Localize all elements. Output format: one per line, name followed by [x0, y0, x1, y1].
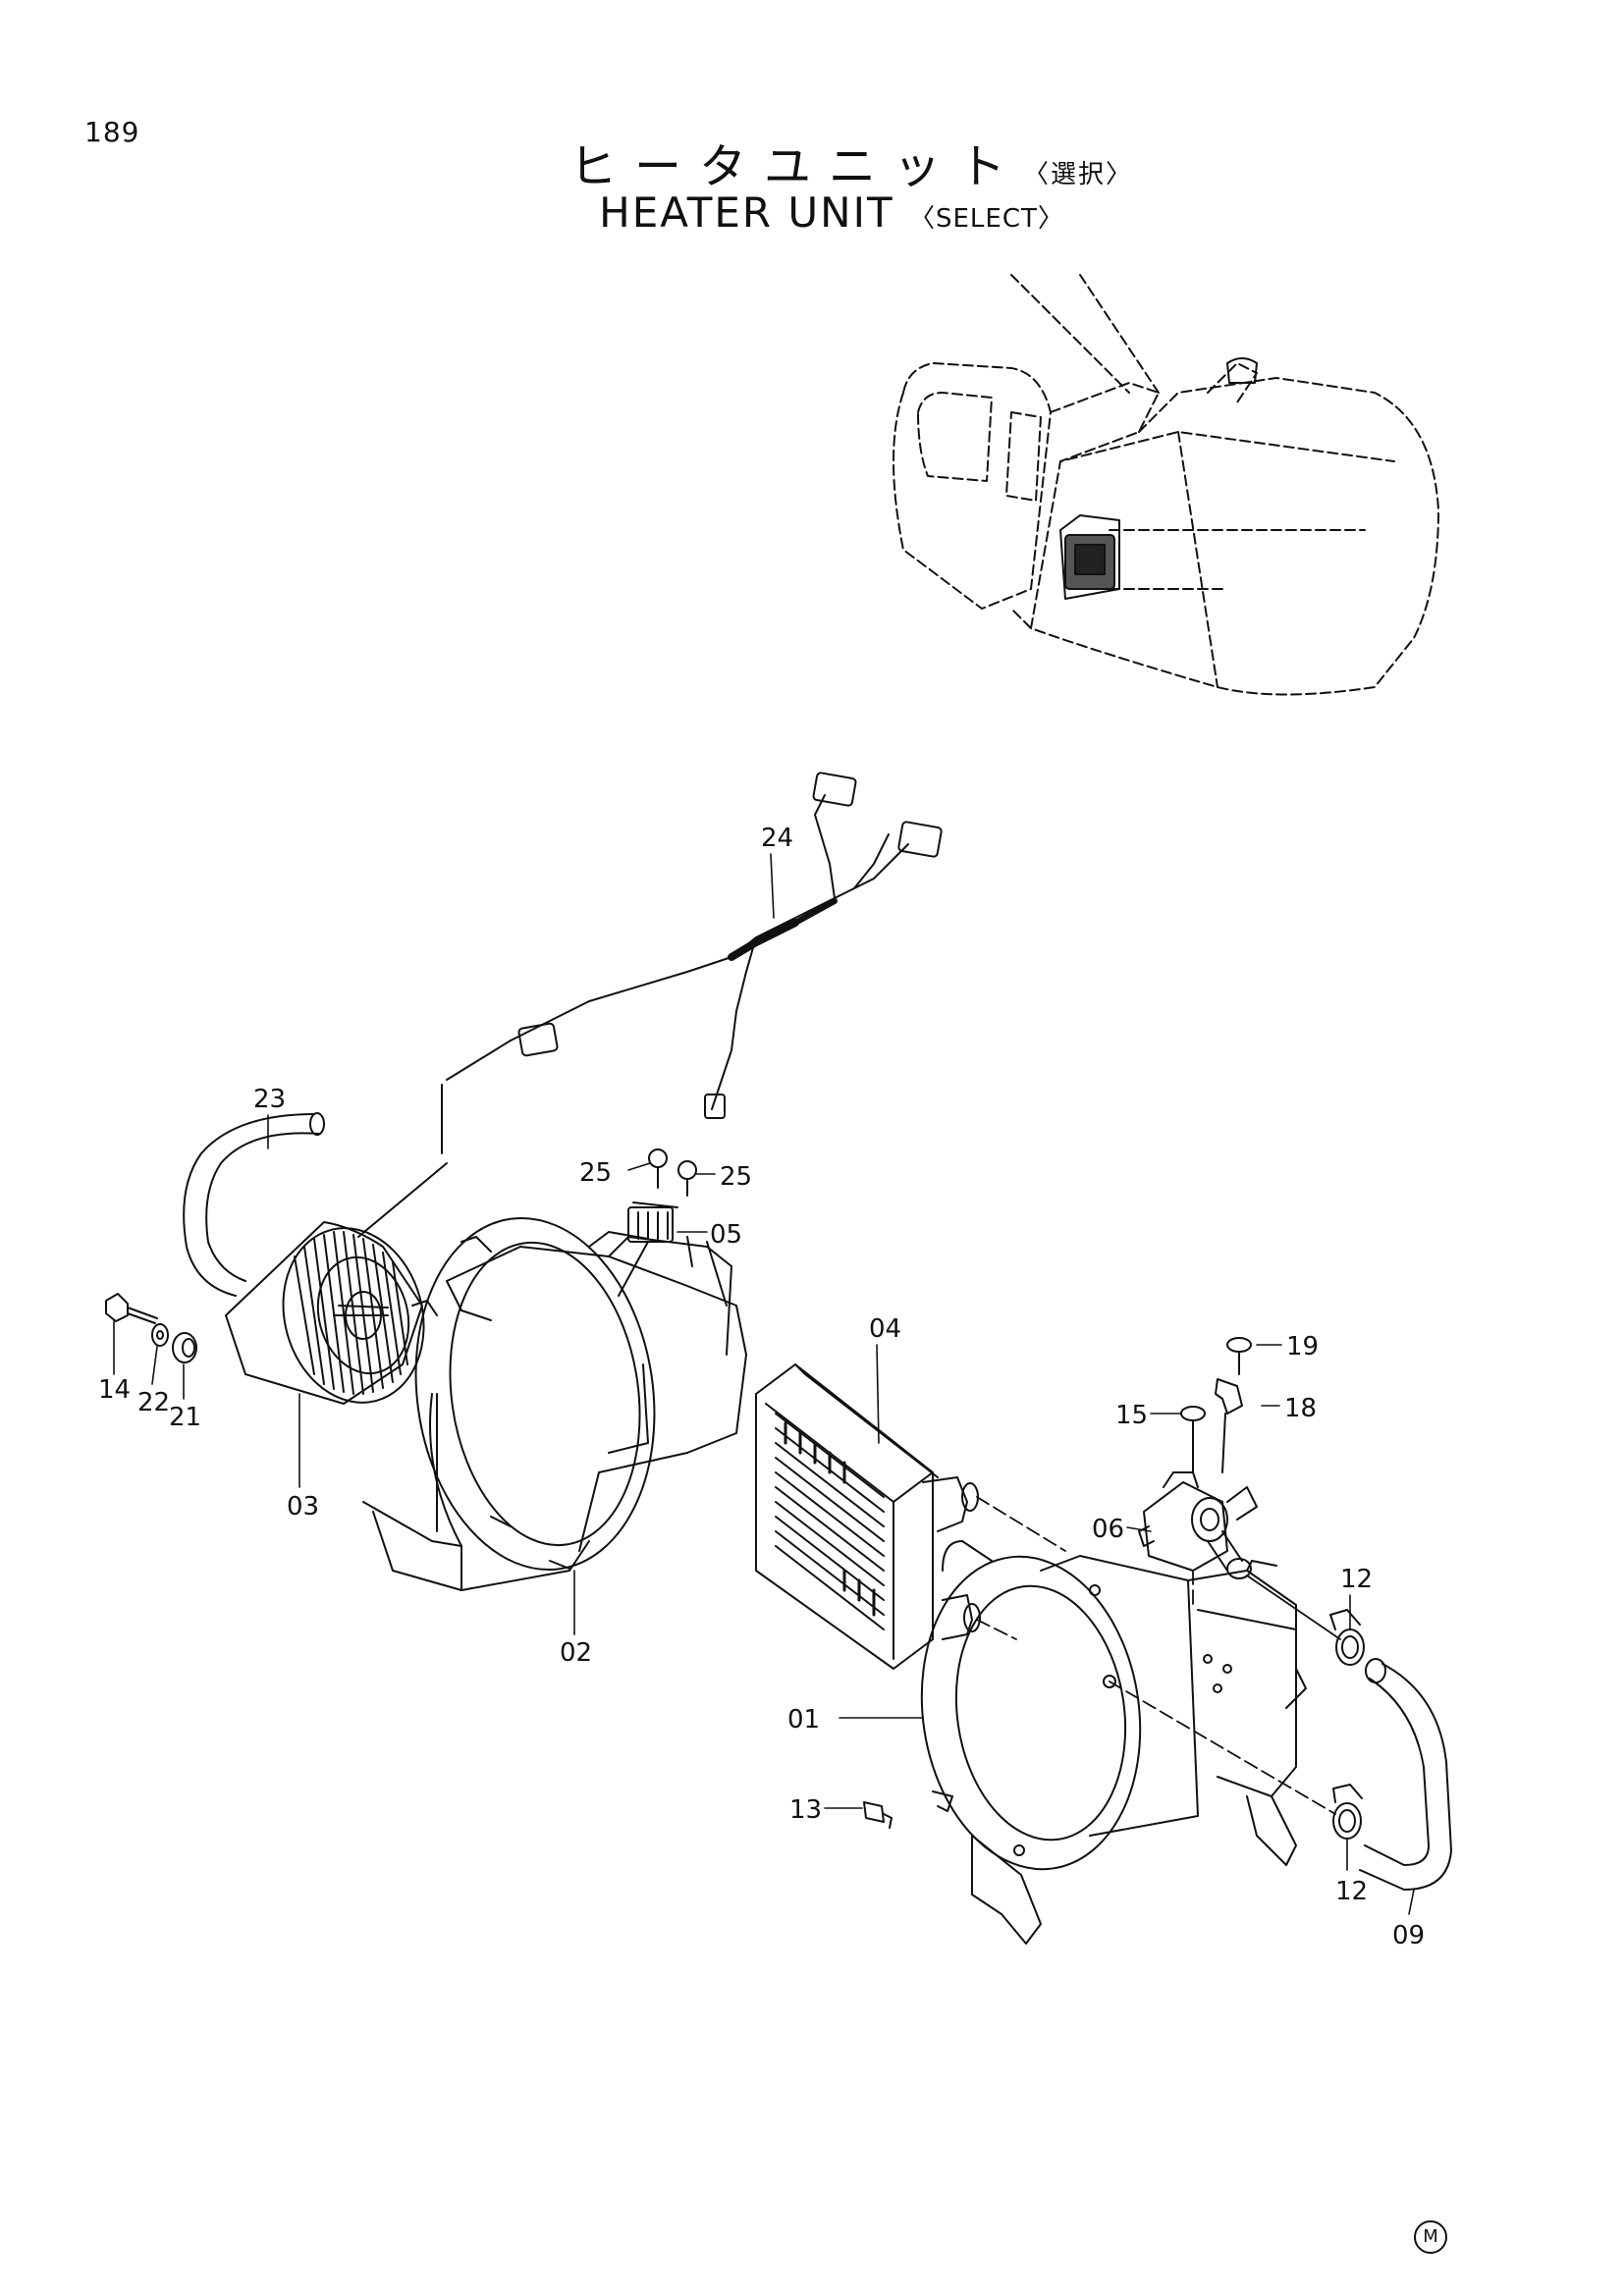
clip-18	[1215, 1378, 1243, 1473]
inset-heater-location	[1059, 514, 1120, 600]
screw-15	[1180, 1406, 1206, 1473]
page-number: 189	[84, 116, 140, 148]
title-jp-sub: 〈選択〉	[1023, 160, 1134, 189]
label-22: 22	[137, 1388, 170, 1417]
label-06: 06	[1092, 1515, 1124, 1544]
hose-09	[1359, 1658, 1452, 1891]
lower-case-01	[920, 1540, 1307, 1945]
leader-lines	[113, 853, 1415, 1915]
label-25-left: 25	[579, 1158, 612, 1188]
hose-clamp-12-lower	[1332, 1784, 1363, 1840]
bolt-14	[105, 1293, 158, 1324]
washer-22	[151, 1323, 169, 1347]
nut-21	[172, 1332, 197, 1363]
label-04: 04	[869, 1314, 901, 1344]
hose-clamp-12-upper	[1329, 1609, 1365, 1666]
title-japanese: ヒータユニット〈選択〉	[0, 128, 1624, 196]
part-labels: 24 23 25 25 05 04 19 18 15 06 12 01 13 1…	[98, 824, 1425, 1950]
harness-connectors	[517, 772, 943, 1119]
label-12-upper: 12	[1340, 1565, 1373, 1594]
label-19: 19	[1286, 1332, 1319, 1362]
upper-case-02	[362, 1216, 747, 1591]
title-english: HEATER UNIT 〈SELECT〉	[0, 188, 1624, 237]
label-13: 13	[789, 1795, 822, 1825]
hose-23	[183, 1112, 325, 1297]
title-jp-main: ヒータユニット	[568, 139, 1023, 194]
label-24: 24	[761, 824, 793, 853]
label-01: 01	[787, 1705, 820, 1735]
label-25-right: 25	[720, 1162, 752, 1192]
label-12-lower: 12	[1335, 1877, 1368, 1906]
label-05: 05	[710, 1220, 742, 1250]
blower-fan-03	[225, 1221, 425, 1405]
label-15: 15	[1115, 1401, 1148, 1430]
screws-25	[648, 1148, 697, 1197]
corner-mark-circled-m: M	[1414, 2220, 1447, 2254]
wire-harness	[357, 794, 909, 1238]
machine-inset	[893, 274, 1439, 696]
title-en-sub: 〈SELECT〉	[909, 204, 1064, 234]
heater-core-04	[755, 1363, 981, 1670]
water-valve-06	[1138, 1471, 1258, 1579]
label-03: 03	[287, 1492, 319, 1522]
label-23: 23	[253, 1085, 286, 1114]
clip-13	[863, 1801, 893, 1829]
assembly-lines	[976, 1496, 1341, 1815]
label-18: 18	[1284, 1394, 1317, 1423]
label-21: 21	[169, 1403, 201, 1432]
title-en-main: HEATER UNIT	[599, 188, 894, 237]
label-14: 14	[98, 1375, 131, 1405]
screw-19	[1226, 1337, 1252, 1375]
label-02: 02	[560, 1638, 592, 1668]
label-09: 09	[1392, 1921, 1425, 1950]
resistor-05	[618, 1201, 678, 1297]
